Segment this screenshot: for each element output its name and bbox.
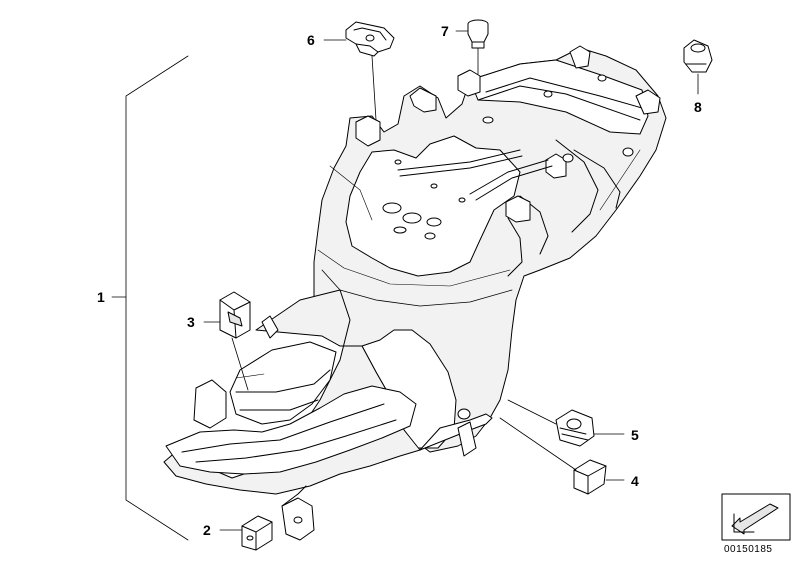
leader-line-3b: [231, 337, 249, 391]
part-2-bracket: [241, 515, 273, 551]
leader-line-1b: [235, 373, 265, 379]
arrow-icon: [731, 503, 779, 535]
callout-3: 3: [187, 314, 195, 330]
leader-line-4b: [499, 417, 577, 471]
part-1-rear-frame: [163, 45, 667, 541]
part-7-plug: [467, 19, 489, 49]
callout-1: 1: [97, 289, 105, 305]
logo-box: [721, 493, 791, 541]
callout-2: 2: [203, 522, 211, 538]
leader-line-6b: [371, 55, 377, 121]
bracket-line: [125, 55, 189, 541]
part-6-clip: [345, 21, 395, 57]
document-number: 00150185: [724, 544, 773, 555]
part-8-grommet: [683, 39, 713, 73]
callout-7: 7: [441, 23, 449, 39]
leader-line-5b: [507, 399, 557, 425]
callout-5: 5: [631, 427, 639, 443]
callout-6: 6: [307, 32, 315, 48]
part-4-rubber-pad: [573, 459, 607, 495]
callout-8: 8: [694, 99, 702, 115]
part-3-clip: [219, 291, 251, 339]
callout-4: 4: [631, 473, 639, 489]
part-5-rubber-mount: [555, 409, 595, 447]
